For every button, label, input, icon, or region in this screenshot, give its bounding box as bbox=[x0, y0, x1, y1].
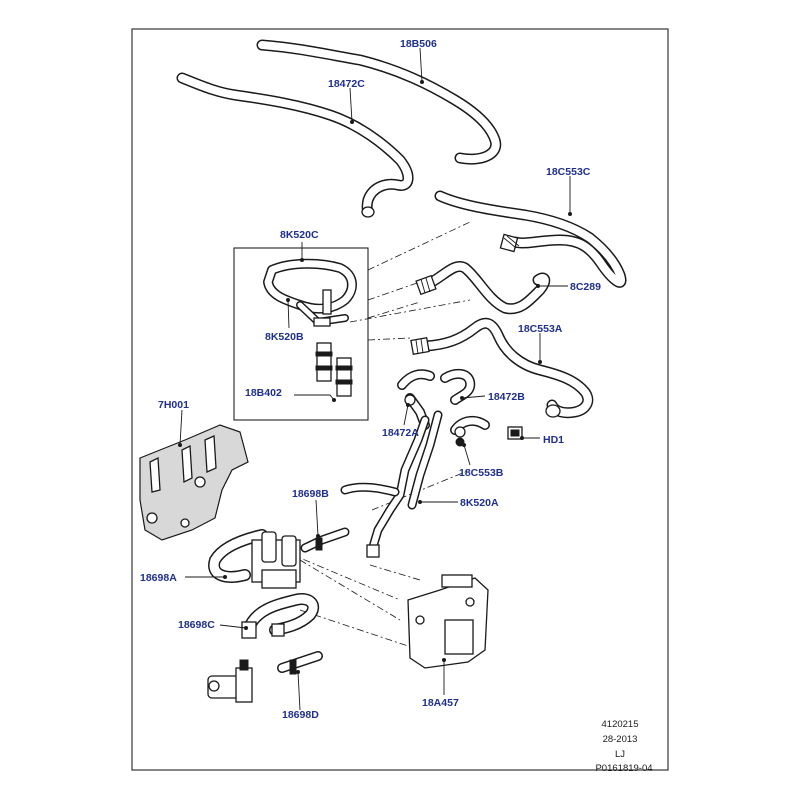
footer-codes: 4120215 28-2013 LJ P0161819-04 bbox=[595, 719, 652, 774]
label-18b506: 18B506 bbox=[400, 38, 437, 50]
label-18c553a: 18C553A bbox=[518, 323, 563, 335]
footer-line-3: LJ bbox=[615, 749, 625, 760]
label-7h001: 7H001 bbox=[158, 399, 189, 411]
dash-dot-lines bbox=[261, 221, 471, 651]
clip-hd1 bbox=[507, 426, 523, 440]
hose-18472c bbox=[176, 72, 414, 218]
label-8c289: 8C289 bbox=[570, 281, 601, 293]
label-18472b: 18472B bbox=[488, 391, 525, 403]
label-18698a: 18698A bbox=[140, 572, 177, 584]
label-8k520a: 8K520A bbox=[460, 497, 499, 509]
footer-line-2: 28-2013 bbox=[603, 734, 638, 745]
label-8k520b: 8K520B bbox=[265, 331, 304, 343]
label-18b402: 18B402 bbox=[245, 387, 282, 399]
hose-18c553c bbox=[434, 190, 627, 288]
pipe-assembly-8k520a bbox=[340, 410, 443, 558]
connectors-18b402 bbox=[315, 342, 353, 397]
label-18698b: 18698B bbox=[292, 488, 329, 500]
label-18472a: 18472A bbox=[382, 427, 419, 439]
valve-18698a bbox=[208, 527, 350, 589]
footer-line-4: P0161819-04 bbox=[595, 763, 652, 774]
label-hd1: HD1 bbox=[543, 434, 564, 446]
hose-18c553a bbox=[410, 317, 594, 419]
pump-18698d bbox=[207, 651, 323, 703]
leader-lines bbox=[178, 47, 572, 711]
label-18c553c: 18C553C bbox=[546, 166, 591, 178]
part-labels: 18B506 18472C 18C553C 8K520C 8C289 8K520… bbox=[140, 38, 601, 721]
label-18698d: 18698D bbox=[282, 709, 319, 721]
hose-8c289 bbox=[415, 261, 551, 315]
bracket-18a457 bbox=[407, 574, 489, 669]
label-18472c: 18472C bbox=[328, 78, 365, 90]
hose-clamp bbox=[410, 336, 430, 356]
heat-shield-7h001 bbox=[139, 424, 249, 541]
hose-end-cap bbox=[361, 206, 375, 218]
label-18a457: 18A457 bbox=[422, 697, 459, 709]
label-8k520c: 8K520C bbox=[280, 229, 319, 241]
hose-18c553b bbox=[450, 415, 490, 447]
hose-18698c bbox=[241, 593, 320, 639]
hose-clip bbox=[499, 233, 520, 253]
assembly-8k520c bbox=[263, 258, 357, 327]
hose-clamp bbox=[415, 274, 437, 296]
hose-18472b bbox=[440, 368, 476, 405]
label-18698c: 18698C bbox=[178, 619, 215, 631]
footer-line-1: 4120215 bbox=[602, 719, 639, 730]
label-18c553b: 18C553B bbox=[459, 467, 504, 479]
hose-18b506 bbox=[256, 39, 502, 165]
